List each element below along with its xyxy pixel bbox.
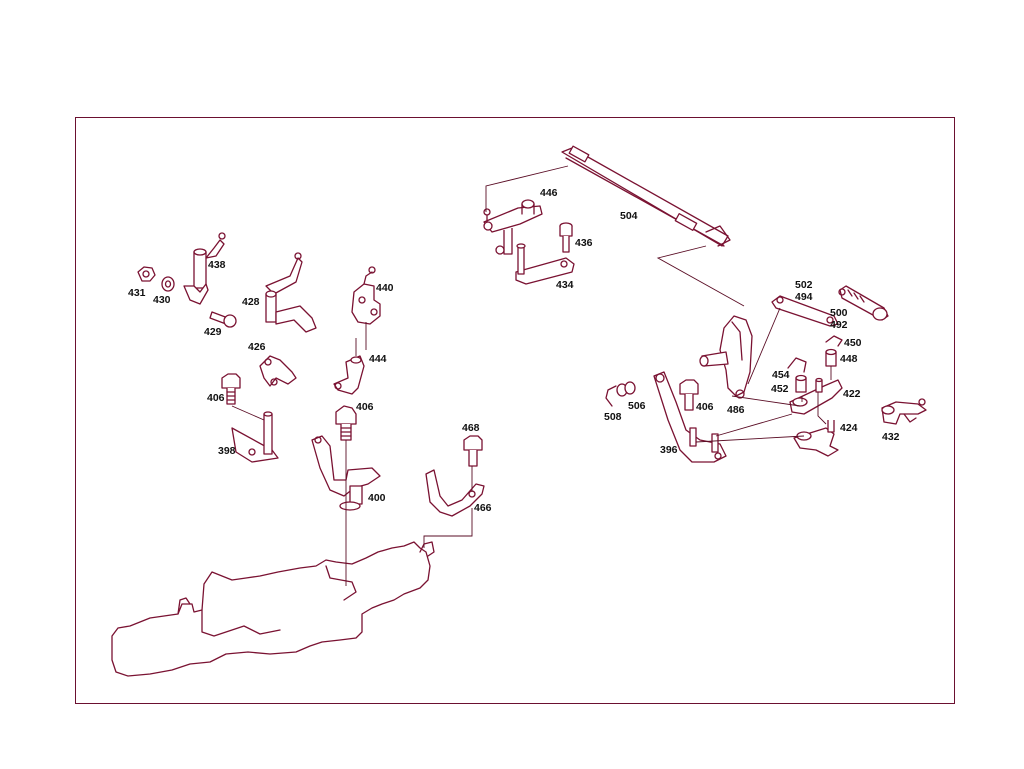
lever-444: [333, 355, 365, 395]
callout-400: 400: [368, 492, 386, 504]
callout-450: 450: [844, 337, 862, 349]
callout-396: 396: [660, 444, 678, 456]
callout-labels: 504 446 436 434 438 431 430 429 428 440 …: [128, 187, 900, 514]
clip-508: [605, 385, 617, 407]
callout-508: 508: [604, 411, 622, 423]
lever-426: [259, 355, 297, 387]
link-434: [515, 243, 575, 285]
link-plate-502: [771, 295, 839, 327]
shift-rod-504: [561, 145, 731, 247]
callout-429: 429: [204, 326, 222, 338]
callout-438: 438: [208, 259, 226, 271]
callout-502: 502: [795, 279, 813, 291]
callout-428: 428: [242, 296, 260, 308]
bracket-440: [351, 266, 381, 325]
callout-448: 448: [840, 353, 858, 365]
callout-468: 468: [462, 422, 480, 434]
callout-406-right: 406: [696, 401, 714, 413]
callout-506: 506: [628, 400, 646, 412]
callout-500: 500: [830, 307, 848, 319]
callout-406-left: 406: [207, 392, 225, 404]
callout-406-center: 406: [356, 401, 374, 413]
callout-444: 444: [369, 353, 387, 365]
callout-424: 424: [840, 422, 858, 434]
lever-432: [881, 398, 927, 425]
nut-431: [137, 266, 156, 282]
callout-492: 492: [830, 319, 848, 331]
bolt-468: [463, 435, 483, 467]
callout-432: 432: [882, 431, 900, 443]
bolt-406-left: [221, 373, 241, 405]
callout-466: 466: [474, 502, 492, 514]
bracket-400: [311, 435, 381, 511]
bolt-436: [559, 222, 573, 253]
callout-431: 431: [128, 287, 146, 299]
lever-428: [265, 252, 317, 333]
callout-434: 434: [556, 279, 574, 291]
callout-398: 398: [218, 445, 236, 457]
bolt-406-center: [335, 405, 357, 441]
callout-486: 486: [727, 404, 745, 416]
callout-440: 440: [376, 282, 394, 294]
bracket-438: [183, 232, 226, 305]
washer-430: [161, 276, 175, 292]
callout-430: 430: [153, 294, 171, 306]
adjustable-rod-500: [838, 285, 889, 321]
callout-504: 504: [620, 210, 638, 222]
lever-486: [699, 315, 753, 399]
lever-446: [483, 199, 543, 255]
callout-452: 452: [771, 383, 789, 395]
diagram-frame: [75, 117, 955, 704]
lever-424: [793, 420, 839, 457]
leader-lines: [231, 165, 832, 586]
bracket-398: [231, 411, 279, 463]
bolt-429: [209, 311, 237, 328]
lever-422: [789, 377, 843, 415]
callout-454: 454: [772, 369, 790, 381]
callout-436: 436: [575, 237, 593, 249]
callout-494: 494: [795, 291, 813, 303]
callout-446: 446: [540, 187, 558, 199]
bracket-396: [653, 371, 727, 463]
callout-426: 426: [248, 341, 266, 353]
transmission-housing: [111, 541, 435, 677]
bushing-506: [616, 381, 636, 397]
bushing-452: [795, 374, 807, 393]
callout-422: 422: [843, 388, 861, 400]
bolt-406-right: [679, 379, 699, 411]
clip-450: [825, 335, 843, 347]
bushing-448: [825, 348, 837, 367]
clip-454: [787, 357, 807, 373]
